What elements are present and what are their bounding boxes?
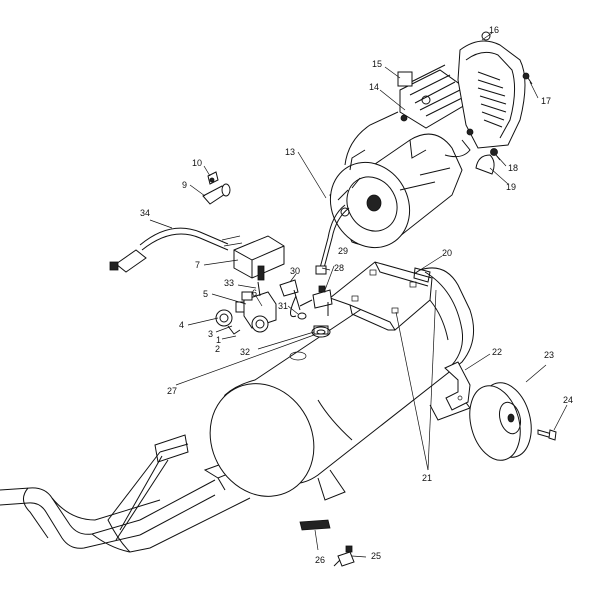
motor-mount-plate <box>328 261 433 331</box>
callout-16: 16 <box>489 25 499 35</box>
drain-valve <box>333 545 355 567</box>
leader-lines <box>149 32 568 558</box>
callout-14: 14 <box>369 82 379 92</box>
callout-1: 1 <box>216 335 221 345</box>
callout-9: 9 <box>182 180 187 190</box>
pressure-switch <box>233 235 285 281</box>
wheel <box>469 382 532 461</box>
callout-33: 33 <box>224 278 234 288</box>
callout-17: 17 <box>541 96 551 106</box>
wheel-bolt <box>537 429 557 441</box>
power-cord <box>109 227 243 273</box>
guard-screw <box>522 72 533 85</box>
callout-20: 20 <box>442 248 452 258</box>
callout-34: 34 <box>140 208 150 218</box>
tank-port-bushing <box>311 325 331 338</box>
safety-valve-elbow <box>279 279 301 311</box>
callout-29: 29 <box>338 246 348 256</box>
callout-18: 18 <box>508 163 518 173</box>
callout-23: 23 <box>544 350 554 360</box>
check-valve <box>299 285 333 316</box>
belt-guard <box>457 31 526 149</box>
callout-32: 32 <box>240 347 250 357</box>
callout-7: 7 <box>195 260 200 270</box>
rubber-foot-pad <box>299 519 331 531</box>
callout-19: 19 <box>506 182 516 192</box>
callout-30: 30 <box>290 266 300 276</box>
rubber-grommet <box>475 154 495 175</box>
callout-4: 4 <box>179 320 184 330</box>
quick-coupler <box>202 183 231 205</box>
callout-25: 25 <box>371 551 381 561</box>
callout-28: 28 <box>334 263 344 273</box>
callout-13: 13 <box>285 147 295 157</box>
callout-22: 22 <box>492 347 502 357</box>
tank-foot <box>444 361 471 411</box>
callout-6: 6 <box>252 288 257 298</box>
callout-15: 15 <box>372 59 382 69</box>
callout-3: 3 <box>208 329 213 339</box>
callout-31: 31 <box>278 301 288 311</box>
callout-labels: 1 2 3 4 5 6 7 9 10 13 14 15 16 17 18 19 … <box>140 25 573 565</box>
manifold-assembly <box>215 281 277 335</box>
handle-frame <box>0 434 252 553</box>
callout-10: 10 <box>192 158 202 168</box>
callout-24: 24 <box>563 395 573 405</box>
motor-pump-assembly <box>329 64 471 249</box>
callout-26: 26 <box>315 555 325 565</box>
callout-5: 5 <box>203 289 208 299</box>
release-tube <box>290 295 307 320</box>
guard-bolt <box>490 148 501 161</box>
tube-fitting <box>315 265 327 275</box>
callout-21: 21 <box>422 473 432 483</box>
callout-27: 27 <box>167 386 177 396</box>
plug-fitting <box>207 171 219 185</box>
callout-2: 2 <box>215 344 220 354</box>
